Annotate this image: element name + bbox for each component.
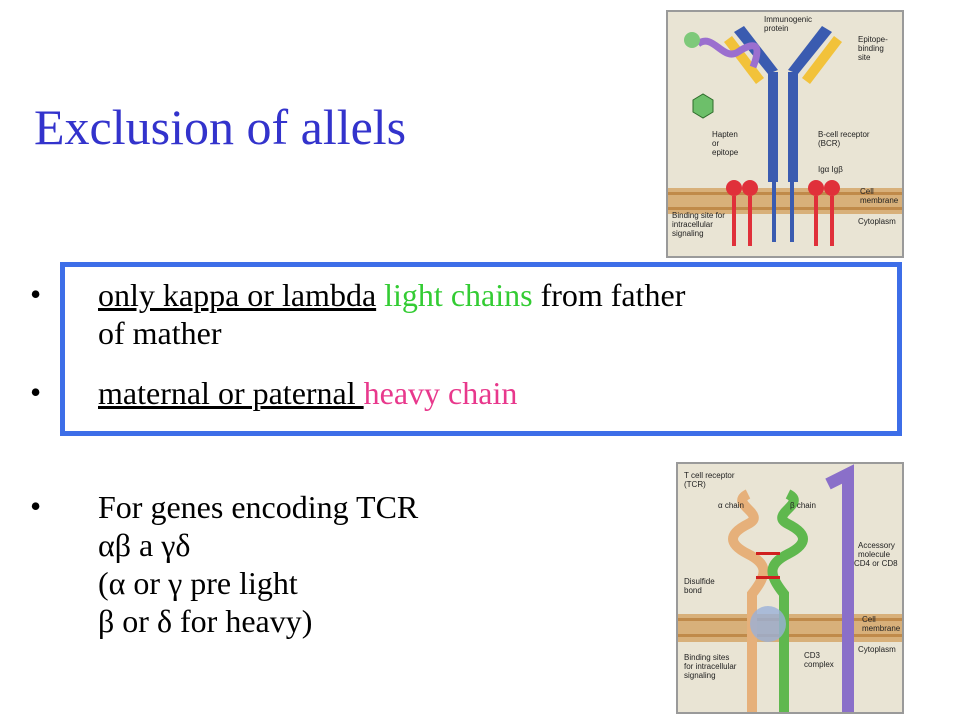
tcr-label-alpha: α chain	[718, 501, 744, 510]
tcr-label-disulfide: Disulfide	[684, 577, 715, 586]
bcr-label-binding-3: signaling	[672, 229, 704, 238]
tcr-label-tcr: T cell receptor	[684, 471, 735, 480]
bullet-2-heavy-chain: heavy chain	[363, 375, 518, 411]
tcr-label-membrane-2: membrane	[862, 624, 901, 633]
bcr-label-epitope-3: site	[858, 53, 871, 62]
bcr-figure: Immunogenic protein Epitope- binding sit…	[666, 10, 904, 258]
slide-title: Exclusion of allels	[34, 99, 407, 155]
bcr-label-binding: Binding site for	[672, 211, 725, 220]
tcr-label-cytoplasm: Cytoplasm	[858, 645, 896, 654]
bcr-label-bcr-2: (BCR)	[818, 139, 841, 148]
bullet-2: maternal or paternal heavy chain	[98, 374, 517, 412]
bcr-label-cytoplasm: Cytoplasm	[858, 217, 896, 226]
tcr-figure: T cell receptor (TCR) α chain β chain Ac…	[676, 462, 904, 714]
bcr-label-immunogenic: Immunogenic	[764, 15, 812, 24]
tcr-label-membrane: Cell	[862, 615, 876, 624]
tcr-label-cd3: CD3	[804, 651, 821, 660]
tcr-label-accessory: Accessory	[858, 541, 895, 550]
bullet-1: only kappa or lambda light chains from f…	[98, 276, 898, 352]
bcr-label-epitope-2: binding	[858, 44, 884, 53]
highlight-box	[60, 262, 902, 436]
bullet-3-line4: β or δ for heavy)	[98, 603, 313, 639]
bcr-label-binding-2: intracellular	[672, 220, 713, 229]
bcr-label-bcr: B-cell receptor	[818, 130, 870, 139]
bullet-1-underlined: only kappa or lambda	[98, 277, 377, 313]
tcr-label-accessory-3: CD4 or CD8	[854, 559, 898, 568]
bcr-label-immunogenic-2: protein	[764, 24, 788, 33]
bullet-1-from-father: from father	[540, 277, 686, 313]
bcr-label-membrane: Cell	[860, 187, 874, 196]
tcr-label-beta: β chain	[790, 501, 816, 510]
tcr-label-tcr-2: (TCR)	[684, 480, 706, 489]
tcr-label-disulfide-2: bond	[684, 586, 702, 595]
bullet-2-underlined: maternal or paternal	[98, 375, 364, 411]
bullet-1-line2: of mather	[98, 315, 222, 351]
bullet-dot-2: •	[30, 374, 42, 410]
bullet-3-line2: αβ a γδ	[98, 527, 191, 563]
tcr-label-binding: Binding sites	[684, 653, 729, 662]
bcr-label-hapten: Hapten	[712, 130, 738, 139]
bullet-3: For genes encoding TCR αβ a γδ (α or γ p…	[98, 488, 578, 640]
bullet-dot-3: •	[30, 488, 42, 524]
bcr-label-igab: Igα Igβ	[818, 165, 843, 174]
tcr-label-cd3-2: complex	[804, 660, 834, 669]
bullet-3-line1: For genes encoding TCR	[98, 489, 419, 525]
tcr-label-binding-2: for intracellular	[684, 662, 737, 671]
bullet-1-light-chains: light chains	[384, 277, 533, 313]
tcr-label-accessory-2: molecule	[858, 550, 891, 559]
bcr-label-membrane-2: membrane	[860, 196, 899, 205]
bcr-label-hapten-3: epitope	[712, 148, 739, 157]
bullet-dot-1: •	[30, 276, 42, 312]
tcr-label-binding-3: signaling	[684, 671, 716, 680]
bcr-label-epitope: Epitope-	[858, 35, 888, 44]
bullet-3-line3: (α or γ pre light	[98, 565, 298, 601]
bcr-label-hapten-2: or	[712, 139, 719, 148]
